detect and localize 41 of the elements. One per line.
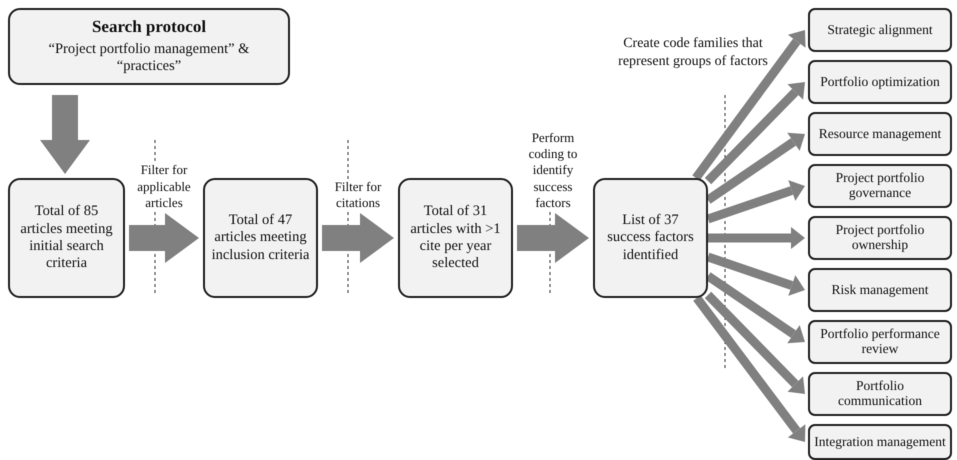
process-box (808, 320, 952, 364)
box-text: Risk management (831, 282, 929, 298)
box-text: Resource management (818, 126, 942, 142)
process-box (8, 178, 125, 298)
process-box (808, 164, 952, 208)
arrow (704, 292, 805, 394)
arrow (40, 95, 90, 174)
box-text: Strategic alignment (827, 22, 933, 38)
box-text: “Project portfolio management” & “practices” (48, 40, 250, 76)
process-box (808, 112, 952, 156)
process-box (398, 178, 513, 298)
process-box (8, 8, 290, 85)
box-text: Portfolio communication (837, 379, 923, 409)
process-box (808, 216, 952, 260)
box-text: Project portfolio ownership (834, 223, 926, 253)
box-text: Portfolio performance review (819, 327, 941, 357)
process-box (808, 424, 952, 460)
arrow (322, 213, 394, 263)
process-box (808, 372, 952, 416)
arrow (708, 227, 805, 249)
arrow (706, 252, 805, 296)
arrow (704, 82, 805, 184)
box-text: Integration management (814, 434, 946, 450)
arrow (517, 213, 589, 263)
box-text: List of 37 success factors identified (606, 212, 695, 264)
arrow (129, 213, 199, 263)
process-box (203, 178, 318, 298)
box-text: Portfolio optimization (820, 74, 940, 90)
arrow (692, 30, 806, 181)
process-box (593, 178, 708, 298)
process-box (808, 60, 952, 104)
note-text: Create code families that represent groups of factors (618, 35, 768, 70)
box-text: Total of 47 articles meeting inclusion criteria (210, 212, 310, 264)
arrow (706, 180, 805, 224)
arrow (693, 295, 806, 442)
box-text: Total of 31 articles with >1 cite per year selected (409, 203, 502, 273)
box-text: Total of 85 articles meeting initial search criteria (19, 203, 114, 273)
box-title: Search protocol (92, 17, 206, 38)
box-text: Project portfolio governance (834, 171, 926, 201)
process-box (808, 8, 952, 52)
process-box (808, 268, 952, 312)
